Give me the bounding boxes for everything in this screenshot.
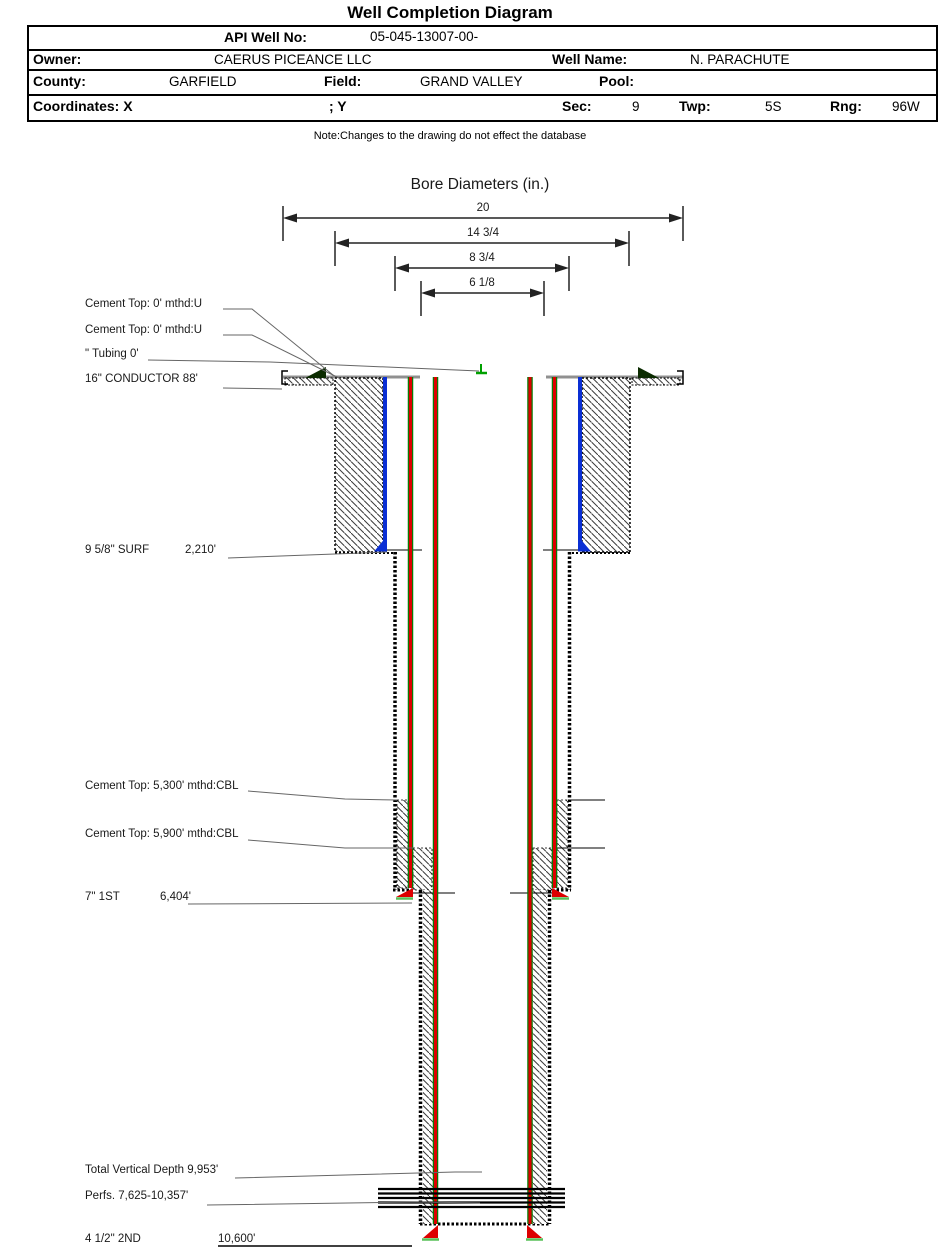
wellhead-bracket-left-icon bbox=[281, 370, 288, 385]
pool-label: Pool: bbox=[599, 73, 634, 89]
first-casing bbox=[396, 377, 569, 900]
table-row-owner: Owner: CAERUS PICEANCE LLC Well Name: N.… bbox=[29, 51, 936, 71]
conductor-cement-left bbox=[284, 377, 334, 386]
arrowhead-left-icon bbox=[395, 263, 409, 273]
arrowhead-right-icon bbox=[555, 263, 569, 273]
page-title: Well Completion Diagram bbox=[347, 3, 553, 22]
dimension-6-1-8: 6 1/8 bbox=[420, 277, 545, 316]
county-value: GARFIELD bbox=[169, 74, 237, 89]
arrowhead-left-icon bbox=[335, 238, 349, 248]
surface-cement-right bbox=[581, 377, 631, 553]
well-info-table: API Well No: 05-045-13007-00- Owner: CAE… bbox=[27, 25, 938, 122]
dim-14-3-4-label: 14 3/4 bbox=[467, 227, 500, 239]
cement-top-5900-label: Cement Top: 5,900' mthd:CBL bbox=[85, 828, 239, 840]
cement-top-5300-label: Cement Top: 5,300' mthd:CBL bbox=[85, 780, 239, 792]
owner-label: Owner: bbox=[33, 51, 82, 67]
tvd-label: Total Vertical Depth 9,953' bbox=[85, 1164, 218, 1176]
surface-casing bbox=[374, 377, 591, 552]
field-value: GRAND VALLEY bbox=[420, 74, 523, 89]
second-casing-shoe-right-icon bbox=[527, 1225, 542, 1238]
table-row-coordinates: Coordinates: X ; Y Sec: 9 Twp: 5S Rng: 9… bbox=[29, 96, 936, 120]
bore-diameters-section: Bore Diameters (in.) 20 14 3/4 bbox=[282, 176, 684, 316]
surface-casing-depth: 2,210' bbox=[185, 544, 216, 556]
cement-5900-right-upper bbox=[532, 847, 553, 891]
dimension-14-3-4: 14 3/4 bbox=[334, 227, 630, 266]
arrowhead-right-icon bbox=[669, 213, 683, 223]
owner-value: CAERUS PICEANCE LLC bbox=[214, 52, 372, 67]
surface-cement-left bbox=[334, 377, 384, 553]
twp-value: 5S bbox=[765, 99, 782, 114]
sec-value: 9 bbox=[632, 99, 640, 114]
second-casing bbox=[422, 377, 543, 1241]
first-casing-shoe-right-icon bbox=[552, 888, 569, 897]
cement-5300-right bbox=[556, 799, 569, 889]
coordinates-y-label: ; Y bbox=[329, 98, 347, 114]
database-note: Note:Changes to the drawing do not effec… bbox=[313, 130, 587, 142]
coordinates-label: Coordinates: X bbox=[33, 98, 133, 114]
well-name-value: N. PARACHUTE bbox=[690, 52, 790, 67]
rng-label: Rng: bbox=[830, 98, 862, 114]
table-row-api: API Well No: 05-045-13007-00- bbox=[29, 27, 936, 51]
second-casing-shoe-left-icon bbox=[423, 1225, 438, 1238]
twp-label: Twp: bbox=[679, 98, 711, 114]
conductor-cement-right bbox=[631, 377, 681, 386]
surface-casing-shoe-right-icon bbox=[578, 536, 591, 552]
arrowhead-left-icon bbox=[421, 288, 435, 298]
arrowhead-right-icon bbox=[530, 288, 544, 298]
wellhead bbox=[281, 364, 684, 386]
dim-6-1-8-label: 6 1/8 bbox=[469, 277, 495, 289]
surface-casing-label: 9 5/8" SURF bbox=[85, 544, 149, 556]
dimension-20: 20 bbox=[282, 202, 684, 241]
cement-top-0-label-b: Cement Top: 0' mthd:U bbox=[85, 324, 202, 336]
api-value: 05-045-13007-00- bbox=[370, 29, 479, 44]
surface-casing-shoe-left-icon bbox=[374, 536, 387, 552]
conductor-shoe-left-icon bbox=[305, 367, 326, 378]
wellhead-bracket-right-icon bbox=[677, 370, 684, 385]
first-casing-shoe-left-icon bbox=[396, 888, 413, 897]
dimension-8-3-4: 8 3/4 bbox=[394, 252, 570, 291]
field-label: Field: bbox=[324, 73, 362, 89]
cement-top-0-label-a: Cement Top: 0' mthd:U bbox=[85, 298, 202, 310]
table-row-county: County: GARFIELD Field: GRAND VALLEY Poo… bbox=[29, 71, 936, 96]
cement-5300-left bbox=[396, 799, 409, 889]
cement-5900-left-lower bbox=[423, 890, 433, 1224]
dim-20-label: 20 bbox=[477, 202, 490, 214]
dim-8-3-4-label: 8 3/4 bbox=[469, 252, 495, 264]
leader-lines bbox=[147, 308, 482, 1206]
cement-5900-right-lower bbox=[532, 890, 547, 1224]
borehole-walls bbox=[393, 552, 572, 1226]
first-casing-depth: 6,404' bbox=[160, 891, 191, 903]
well-name-label: Well Name: bbox=[552, 51, 628, 67]
second-casing-depth: 10,600' bbox=[218, 1233, 255, 1245]
second-casing-label: 4 1/2" 2ND bbox=[85, 1233, 141, 1245]
tubing-label: " Tubing 0' bbox=[85, 348, 139, 360]
perfs-label: Perfs. 7,625-10,357' bbox=[85, 1190, 188, 1202]
bore-diameters-title: Bore Diameters (in.) bbox=[411, 176, 550, 193]
conductor-label: 16" CONDUCTOR 88' bbox=[85, 373, 198, 385]
county-label: County: bbox=[33, 73, 86, 89]
api-label: API Well No: bbox=[224, 29, 307, 45]
arrowhead-right-icon bbox=[615, 238, 629, 248]
conductor-shoe-right-icon bbox=[638, 367, 659, 378]
first-casing-label: 7" 1ST bbox=[85, 891, 120, 903]
tubing-hanger-icon bbox=[476, 364, 487, 375]
cement-5900-left-upper bbox=[412, 847, 433, 891]
arrowhead-left-icon bbox=[283, 213, 297, 223]
sec-label: Sec: bbox=[562, 98, 592, 114]
rng-value: 96W bbox=[892, 99, 920, 114]
annotation-labels: Cement Top: 0' mthd:U Cement Top: 0' mth… bbox=[85, 298, 255, 1245]
